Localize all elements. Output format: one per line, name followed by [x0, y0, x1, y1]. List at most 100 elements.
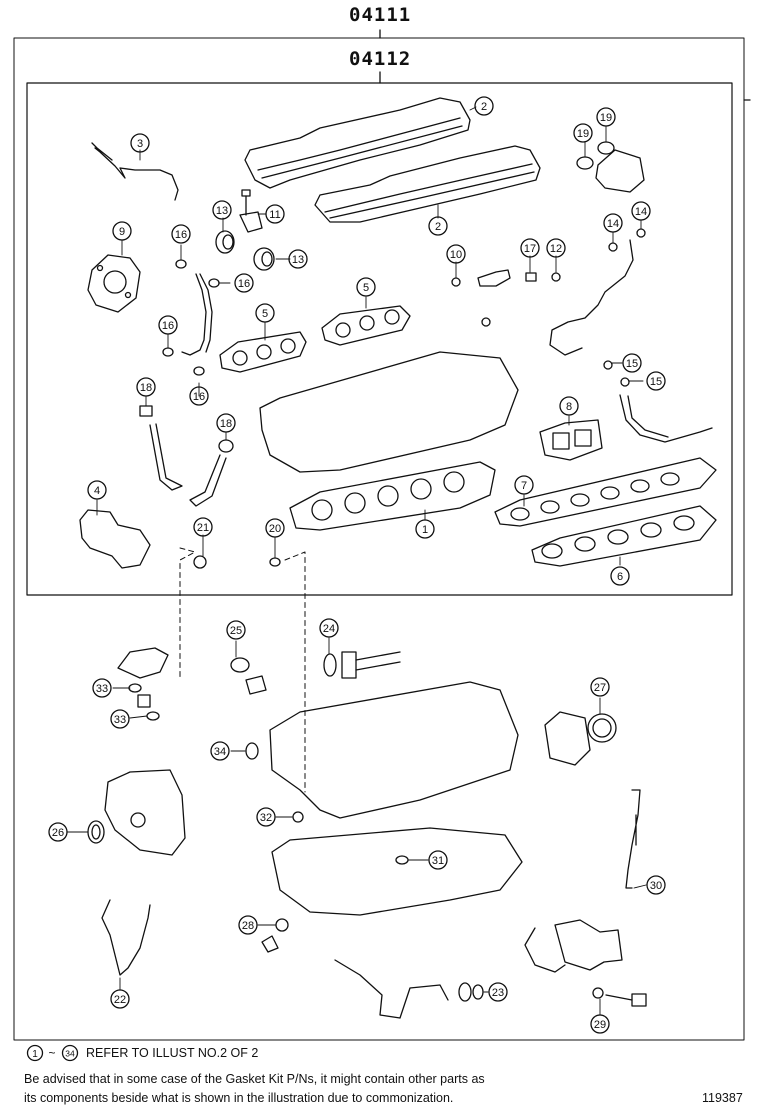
part-9-gasket: [87, 254, 141, 313]
footer-refer-text: REFER TO ILLUST NO.2 OF 2: [86, 1046, 259, 1060]
svg-text:19: 19: [600, 112, 612, 124]
callout-22: [110, 989, 130, 1009]
callout-1-text: 1: [422, 524, 428, 536]
pipe-assembly: [181, 273, 213, 356]
part-12-o-ring: [551, 272, 561, 282]
part-20-seal: [269, 557, 281, 567]
svg-text:2: 2: [435, 221, 441, 233]
callout-7: [514, 475, 534, 495]
callout-16a: [171, 224, 191, 244]
svg-text:15: 15: [650, 376, 662, 388]
part-13-seal-b: [253, 247, 275, 271]
callout-25: [226, 620, 246, 640]
sensor-wire: [549, 239, 634, 356]
callout-34: [210, 741, 230, 761]
part-1-cylinder-head-gasket: [289, 461, 496, 531]
svg-text:13: 13: [292, 254, 304, 266]
callout-10: [446, 244, 466, 264]
part-18-valve-stem-seals: [139, 405, 234, 507]
svg-text:8: 8: [566, 401, 572, 413]
callout-6: [610, 566, 630, 586]
svg-text:5: 5: [363, 282, 369, 294]
callout-31: [428, 850, 448, 870]
part-27-oil-seal: [544, 711, 617, 766]
sensor-harness: [619, 394, 713, 443]
part-34-seal: [245, 742, 259, 760]
callout-28: [238, 915, 258, 935]
callout-5a: [255, 303, 275, 323]
callout-15b: [646, 371, 666, 391]
callout-29: [590, 1014, 610, 1034]
callout-14a: [603, 213, 623, 233]
callout-2a: [474, 96, 494, 116]
part-21-o-ring: [193, 555, 207, 569]
footer-range-end: 34: [65, 1049, 75, 1059]
water-inlet: [524, 919, 623, 973]
svg-text:27: 27: [594, 682, 606, 694]
part-32-o-ring: [292, 811, 304, 823]
svg-text:16: 16: [238, 278, 250, 290]
part-4-water-outlet: [79, 509, 151, 569]
part-13-seal-a: [215, 230, 235, 254]
svg-text:18: 18: [220, 418, 232, 430]
callout-2b: [428, 216, 448, 236]
callout-16b: [234, 273, 254, 293]
callout-26: [48, 822, 68, 842]
svg-text:15: 15: [626, 358, 638, 370]
part-6-intake-gasket: [531, 505, 717, 567]
callout-24: [319, 618, 339, 638]
callouts: 1 2 2 3 4 5 5 6 7 8 9 10 11 12 13 13 14 …: [48, 96, 666, 1034]
part-31-seal: [395, 855, 409, 865]
part-16-washers: [162, 259, 220, 376]
svg-text:4: 4: [94, 485, 100, 497]
svg-text:12: 12: [550, 243, 562, 255]
callout-33b: [110, 709, 130, 729]
callout-19a: [573, 123, 593, 143]
svg-text:29: 29: [594, 1019, 606, 1031]
callout-16c: [158, 315, 178, 335]
svg-text:31: 31: [432, 855, 444, 867]
callout-16d: [189, 386, 209, 406]
part-33-gaskets: [117, 647, 169, 721]
callout-17: [520, 238, 540, 258]
svg-text:14: 14: [607, 218, 619, 230]
part-26-timing-cover: [87, 769, 186, 856]
dashed-leaders: [179, 547, 306, 793]
svg-text:21: 21: [197, 522, 209, 534]
part-5-gasket-right: [321, 305, 411, 346]
callout-20: [265, 518, 285, 538]
part-8-gasket: [539, 419, 603, 461]
svg-text:25: 25: [230, 625, 242, 637]
callout-15a: [622, 353, 642, 373]
cylinder-block-gasket-lower: [269, 681, 519, 819]
part-25-seal: [230, 657, 267, 695]
svg-text:7: 7: [521, 480, 527, 492]
part-5-gasket-left: [219, 331, 307, 373]
callout-11: [265, 204, 285, 224]
part-24-camshaft-seal: [323, 651, 401, 679]
callout-18a: [136, 377, 156, 397]
leader-lines: [66, 106, 647, 1016]
oil-pan-gasket: [271, 827, 523, 916]
svg-text:9: 9: [119, 226, 125, 238]
kit-04111-bracket: [13, 29, 751, 1041]
part-19-gaskets: [576, 141, 645, 193]
svg-text:28: 28: [242, 920, 254, 932]
callout-4: [87, 480, 107, 500]
svg-text:33: 33: [96, 683, 108, 695]
svg-text:16: 16: [162, 320, 174, 332]
footer-note-line-2: its components beside what is shown in t…: [24, 1091, 454, 1105]
svg-text:11: 11: [269, 209, 280, 221]
callout-12: [546, 238, 566, 258]
callout-19b: [596, 107, 616, 127]
part-29-bolt: [592, 987, 647, 1007]
svg-text:32: 32: [260, 812, 272, 824]
part-28-seal: [261, 918, 289, 953]
kit-04111-label: 04111: [349, 4, 412, 26]
figure-number: 119387: [702, 1091, 743, 1105]
svg-text:16: 16: [193, 391, 205, 403]
callout-33a: [92, 678, 112, 698]
footer-range-sep: ~: [48, 1046, 55, 1060]
svg-text:22: 22: [114, 994, 126, 1006]
svg-text:3: 3: [137, 138, 143, 150]
